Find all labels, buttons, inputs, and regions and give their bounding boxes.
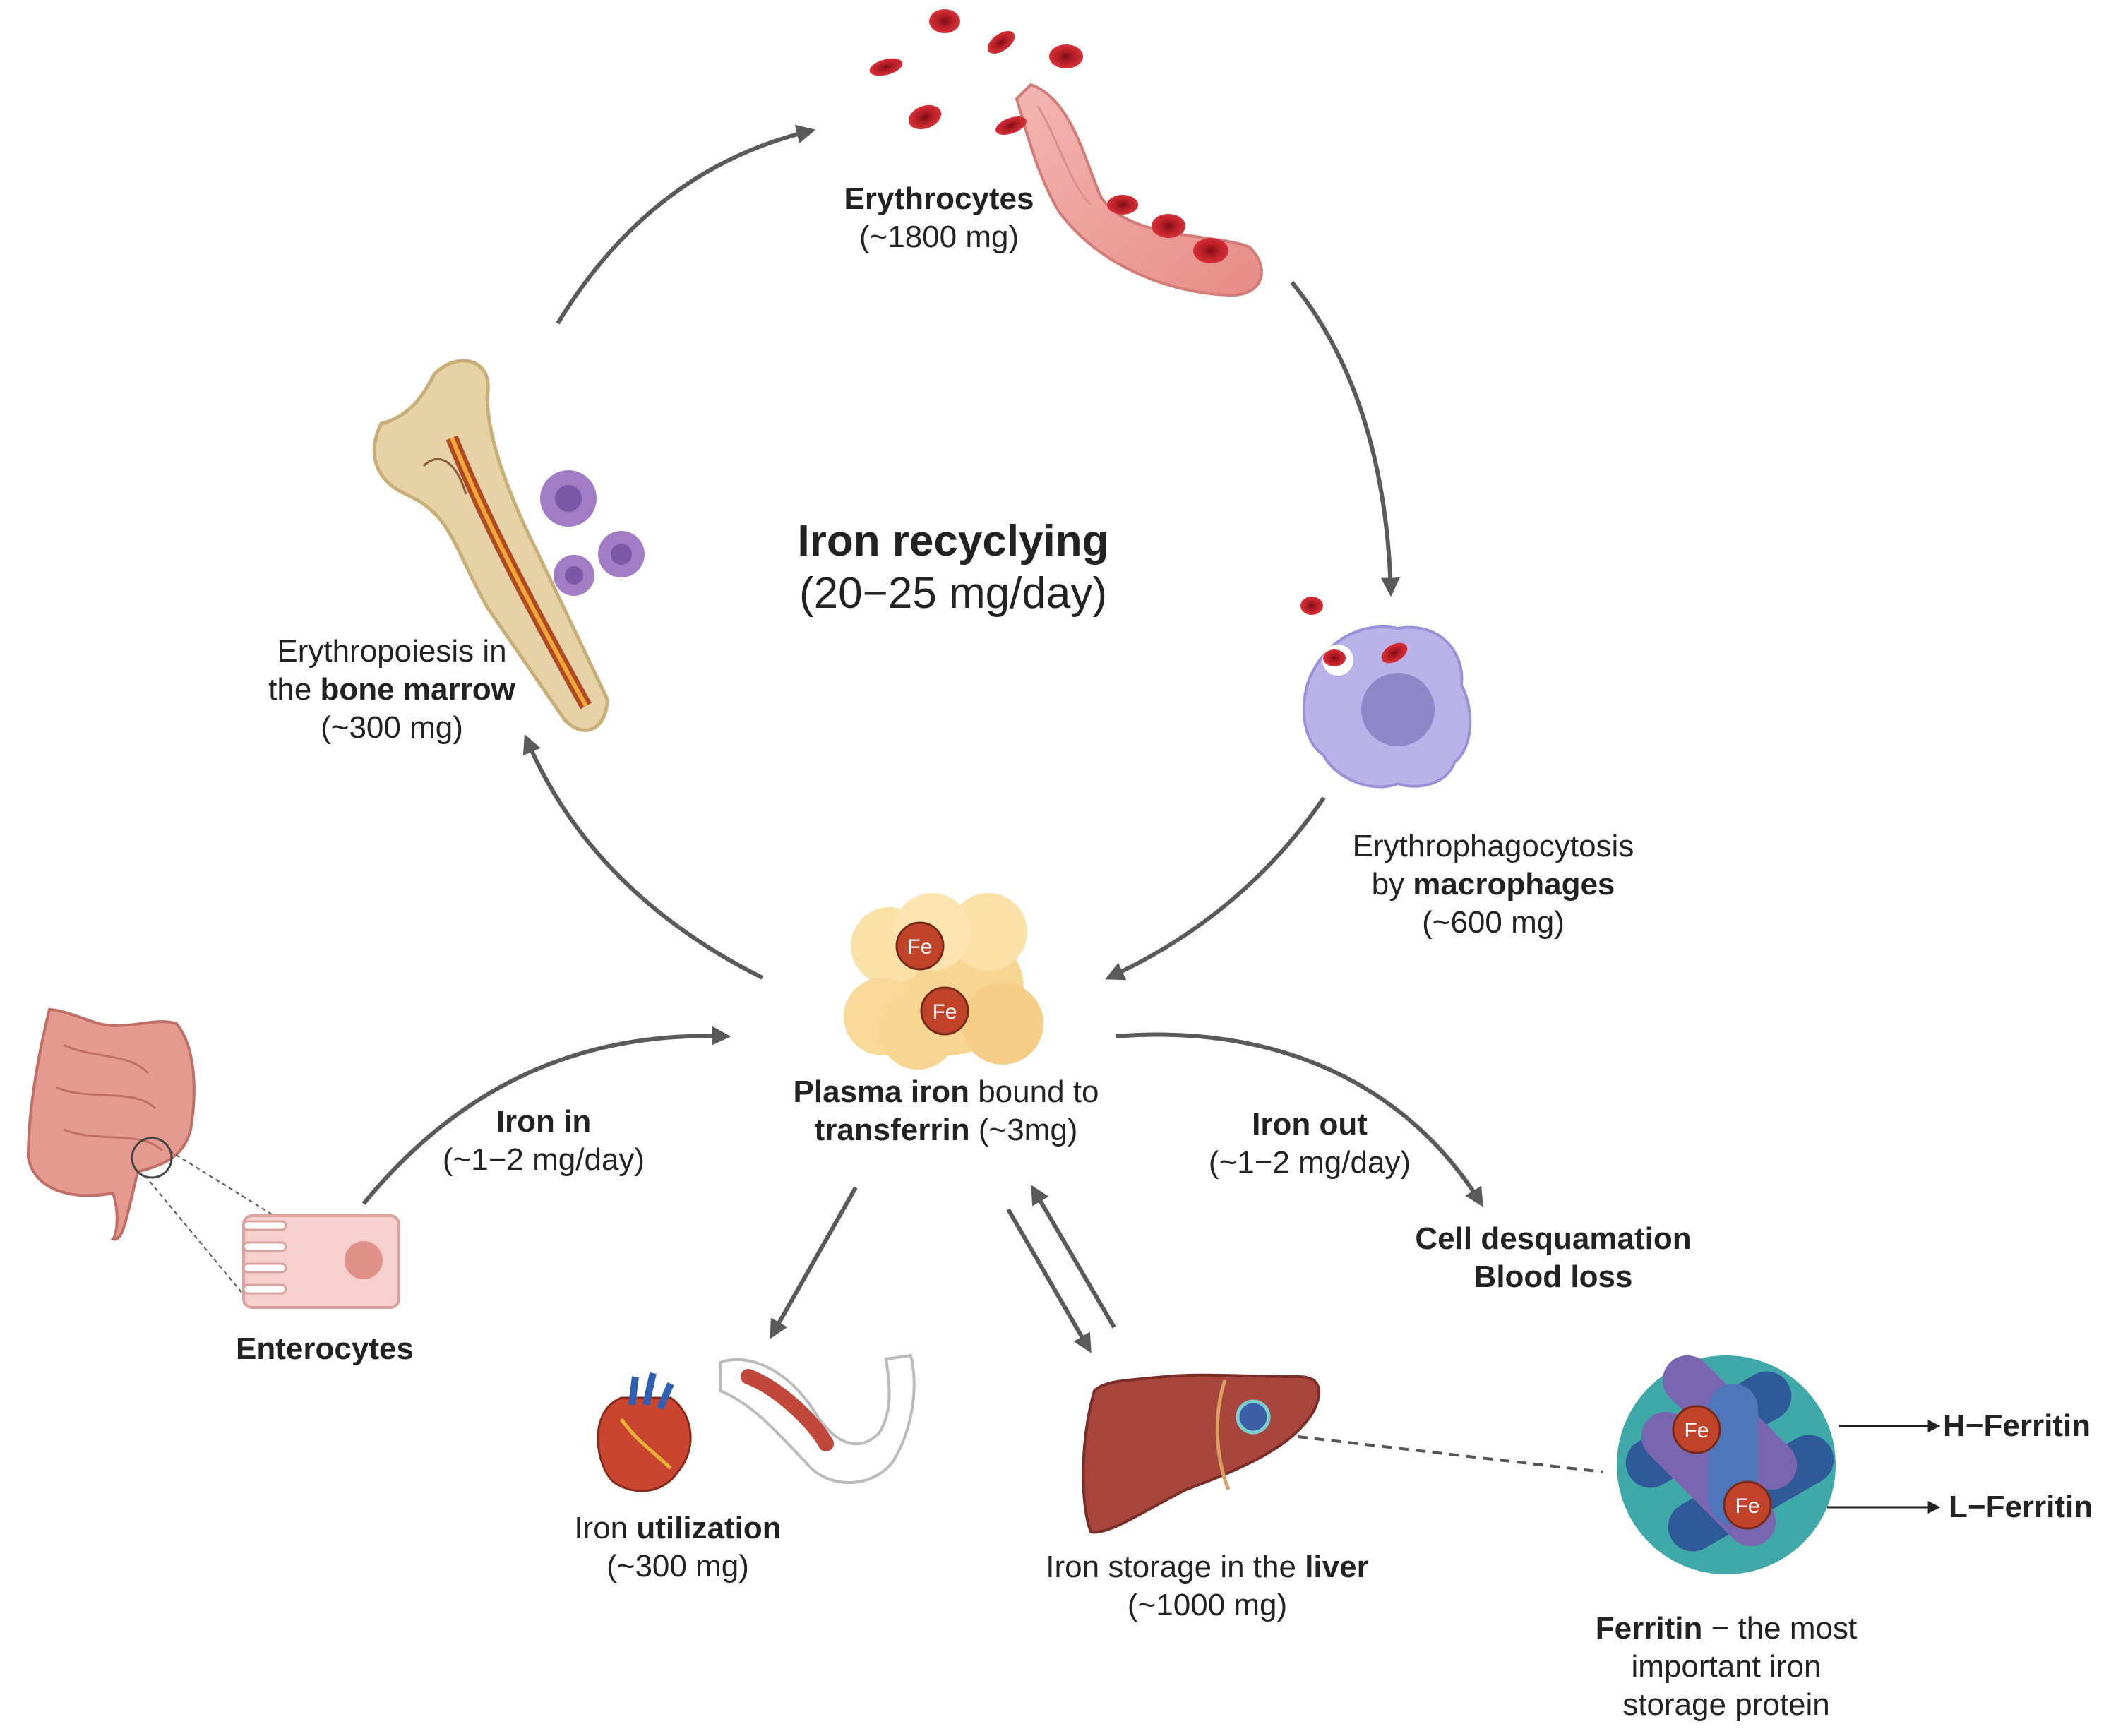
bone-marrow-label: Erythropoiesis in the bone marrow (~300 … bbox=[240, 633, 544, 747]
bone-marrow-line1: Erythropoiesis in bbox=[277, 634, 507, 669]
title-sub: (20−25 mg/day) bbox=[799, 569, 1107, 618]
bone-marrow-bold: bone marrow bbox=[320, 672, 515, 707]
ferritin-line3: storage protein bbox=[1622, 1687, 1830, 1722]
arrow-plasma-to-marrow bbox=[522, 734, 764, 980]
fe-label: Fe bbox=[1735, 1495, 1759, 1518]
progenitor-cell-icon bbox=[540, 470, 645, 596]
enterocytes-label: Enterocytes bbox=[212, 1330, 438, 1368]
liver-pre: Iron storage in the bbox=[1046, 1550, 1305, 1584]
fe-label: Fe bbox=[1684, 1419, 1709, 1442]
losses-label: Cell desquamation Blood loss bbox=[1391, 1220, 1716, 1296]
erythrocytes-amount: (~1800 mg) bbox=[859, 220, 1019, 254]
ferritin-rest: − the most bbox=[1702, 1611, 1858, 1646]
zoom-guide-line bbox=[144, 1175, 248, 1300]
title-main: Iron recyclying bbox=[797, 517, 1109, 565]
fe-label: Fe bbox=[932, 1000, 957, 1024]
ferritin-line2: important iron bbox=[1631, 1649, 1822, 1684]
fe-label: Fe bbox=[907, 935, 932, 959]
utilization-label: Iron utilization (~300 mg) bbox=[551, 1509, 805, 1586]
plasma-rest2: (~3mg) bbox=[969, 1113, 1078, 1147]
plasma-bold2: transferrin bbox=[814, 1113, 970, 1147]
liver-amount: (~1000 mg) bbox=[1127, 1588, 1288, 1622]
ferritin-bold: Ferritin bbox=[1595, 1611, 1703, 1646]
macrophages-amount: (~600 mg) bbox=[1422, 905, 1565, 940]
erythrocytes-label: Erythrocytes (~1800 mg) bbox=[826, 180, 1052, 256]
macrophage-icon bbox=[1300, 597, 1472, 789]
utilization-amount: (~300 mg) bbox=[606, 1549, 749, 1584]
ferritin-label: Ferritin − the most important iron stora… bbox=[1567, 1610, 1885, 1724]
fe-atom-icon: Fe Fe bbox=[895, 921, 969, 1036]
liver-bold: liver bbox=[1305, 1550, 1369, 1584]
l-ferritin-label: L−Ferritin bbox=[1949, 1488, 2107, 1526]
h-ferritin-name: H−Ferritin bbox=[1943, 1408, 2091, 1443]
intestine-icon bbox=[26, 1007, 196, 1241]
red-blood-cell-icon bbox=[869, 9, 1083, 135]
macrophages-label: Erythrophagocytosis by macrophages (~600… bbox=[1306, 827, 1680, 942]
zoom-guide-line bbox=[1297, 1435, 1603, 1473]
liver-icon bbox=[1082, 1373, 1321, 1534]
iron-out-label: Iron out (~1−2 mg/day) bbox=[1183, 1106, 1437, 1182]
h-ferritin-label: H−Ferritin bbox=[1943, 1407, 2105, 1445]
zoom-guide-line bbox=[169, 1150, 273, 1215]
transferrin-icon bbox=[844, 893, 1043, 1070]
enterocytes-name: Enterocytes bbox=[236, 1331, 414, 1366]
plasma-rest1: bound to bbox=[969, 1074, 1099, 1109]
utilization-bold: utilization bbox=[636, 1511, 782, 1545]
bone-icon bbox=[372, 359, 609, 732]
arrow-plasma-to-liver bbox=[1006, 1208, 1092, 1353]
arrow-iron-out bbox=[1115, 1032, 1483, 1207]
blood-vessel-icon bbox=[1015, 83, 1263, 297]
l-ferritin-name: L−Ferritin bbox=[1949, 1490, 2093, 1524]
heart-icon bbox=[597, 1372, 692, 1492]
macrophages-line1: Erythrophagocytosis bbox=[1352, 829, 1634, 863]
utilization-pre: Iron bbox=[574, 1511, 637, 1545]
arrow-plasma-to-utilization bbox=[770, 1186, 858, 1339]
arrow-erythrocytes-to-macrophages bbox=[1290, 281, 1400, 597]
bone-marrow-amount: (~300 mg) bbox=[321, 710, 463, 745]
ferritin-icon bbox=[1617, 1355, 1836, 1574]
plasma-label: Plasma iron bound to transferrin (~3mg) bbox=[763, 1073, 1130, 1149]
macrophages-pre: by bbox=[1371, 867, 1413, 902]
arm-muscle-icon bbox=[719, 1353, 916, 1484]
arrow-liver-to-plasma bbox=[1031, 1185, 1116, 1329]
liver-label: Iron storage in the liver (~1000 mg) bbox=[1010, 1548, 1405, 1624]
bone-marrow-pre: the bbox=[268, 672, 321, 707]
arrow-macrophages-to-plasma bbox=[1105, 796, 1326, 981]
macrophages-bold: macrophages bbox=[1413, 867, 1615, 902]
iron-in-amount: (~1−2 mg/day) bbox=[442, 1142, 645, 1177]
erythrocytes-name: Erythrocytes bbox=[844, 181, 1034, 216]
iron-out-amount: (~1−2 mg/day) bbox=[1208, 1145, 1411, 1180]
losses-line2: Blood loss bbox=[1473, 1259, 1633, 1294]
plasma-bold1: Plasma iron bbox=[793, 1074, 969, 1109]
title-label: Iron recyclying (20−25 mg/day) bbox=[770, 515, 1137, 620]
arrow-marrow-to-erythrocytes bbox=[556, 124, 816, 325]
iron-out-name: Iron out bbox=[1252, 1107, 1368, 1142]
enterocyte-icon bbox=[242, 1214, 400, 1309]
iron-in-label: Iron in (~1−2 mg/day) bbox=[417, 1103, 671, 1179]
arrow-iron-in bbox=[361, 1026, 731, 1205]
iron-in-name: Iron in bbox=[496, 1104, 592, 1139]
fe-atom-icon: Fe Fe bbox=[1672, 1405, 1772, 1530]
losses-line1: Cell desquamation bbox=[1415, 1221, 1692, 1256]
